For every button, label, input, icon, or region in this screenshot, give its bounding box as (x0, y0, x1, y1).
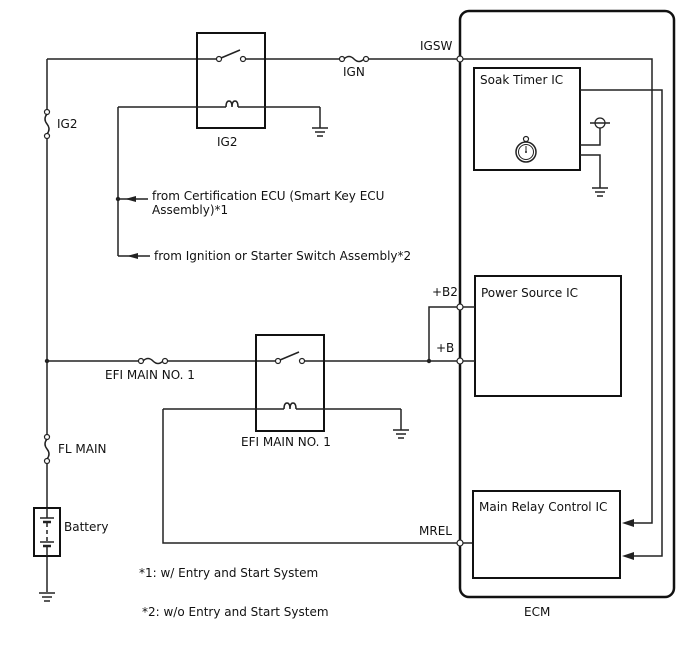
wire (162, 409, 458, 544)
terminal-b2 (456, 303, 464, 311)
soak-timer-ic-label: Soak Timer IC (480, 73, 563, 87)
fuse-ig2-icon (43, 108, 51, 140)
ecm-label: ECM (524, 605, 550, 619)
terminal-mrel-label: MREL (419, 524, 452, 538)
fuse-fl-main-label: FL MAIN (58, 442, 106, 456)
terminal-b (456, 357, 464, 365)
ground-icon (592, 187, 608, 197)
arrow-icon (125, 196, 136, 202)
arrow-icon (127, 253, 138, 259)
arrow-icon (622, 519, 634, 527)
note-1: *1: w/ Entry and Start System (139, 566, 318, 580)
arrow-icon (622, 552, 634, 560)
ground-icon (39, 592, 55, 602)
wire (463, 58, 653, 524)
terminal-igsw-label: IGSW (420, 39, 452, 53)
fuse-ig2-label: IG2 (57, 117, 77, 131)
relay-efi-coil-icon (283, 402, 297, 410)
battery-label: Battery (64, 520, 108, 534)
relay-efi-main-1 (255, 334, 325, 432)
relay-efi-main-1-label: EFI MAIN NO. 1 (241, 435, 331, 449)
timer-icon (515, 135, 537, 163)
junction (44, 358, 50, 364)
terminal-b2-label: +B2 (432, 285, 458, 299)
power-source-ic-label: Power Source IC (481, 286, 578, 300)
power-supply-icon (590, 117, 610, 129)
main-relay-control-ic-label: Main Relay Control IC (479, 500, 607, 514)
relay-efi-main-1-switch-icon (274, 351, 306, 365)
input-cert-ecu-line1: from Certification ECU (Smart Key ECU (152, 189, 384, 203)
battery-icon (33, 507, 61, 557)
fuse-fl-main-icon (43, 433, 51, 465)
relay-ig2-label: IG2 (217, 135, 237, 149)
relay-ig2-coil-icon (225, 100, 239, 108)
input-cert-ecu-line2: Assembly)*1 (152, 203, 228, 217)
power-source-ic (474, 275, 622, 397)
relay-ig2-switch-icon (215, 49, 247, 63)
wire (580, 128, 601, 146)
fuse-ign-label: IGN (343, 65, 365, 79)
fuse-efi-main-1-label: EFI MAIN NO. 1 (105, 368, 195, 382)
wire (428, 306, 458, 361)
terminal-mrel (456, 539, 464, 547)
ground-icon (393, 429, 409, 439)
main-relay-control-ic (472, 490, 621, 579)
fuse-ign-icon (338, 55, 370, 63)
wire (580, 89, 663, 557)
note-2: *2: w/o Entry and Start System (142, 605, 329, 619)
ground-icon (312, 127, 328, 137)
input-ignition-switch: from Ignition or Starter Switch Assembly… (154, 249, 411, 263)
relay-ig2 (196, 32, 266, 129)
terminal-igsw (456, 55, 464, 63)
fuse-efi-main-1-icon (137, 357, 169, 365)
wire (580, 154, 601, 188)
soak-timer-ic (473, 67, 581, 171)
terminal-b-label: +B (436, 341, 454, 355)
